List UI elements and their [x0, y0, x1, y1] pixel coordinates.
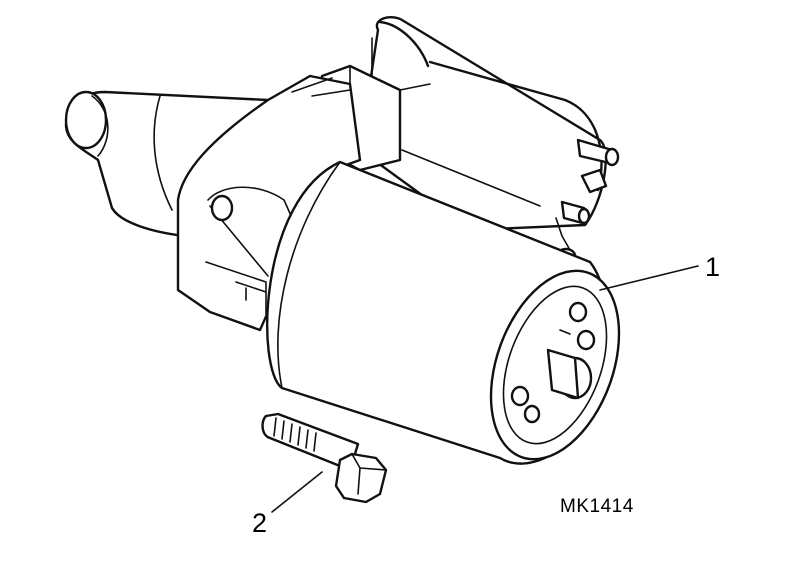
leader-line-2 [271, 471, 323, 513]
leader-line-1 [599, 265, 699, 291]
reference-code: MK1414 [560, 496, 634, 517]
callout-2: 2 [252, 508, 268, 538]
end-plate [510, 301, 596, 424]
mounting-housing [176, 74, 362, 332]
callout-1: 1 [705, 252, 721, 282]
bolt [261, 412, 388, 504]
terminal-studs [555, 138, 620, 265]
